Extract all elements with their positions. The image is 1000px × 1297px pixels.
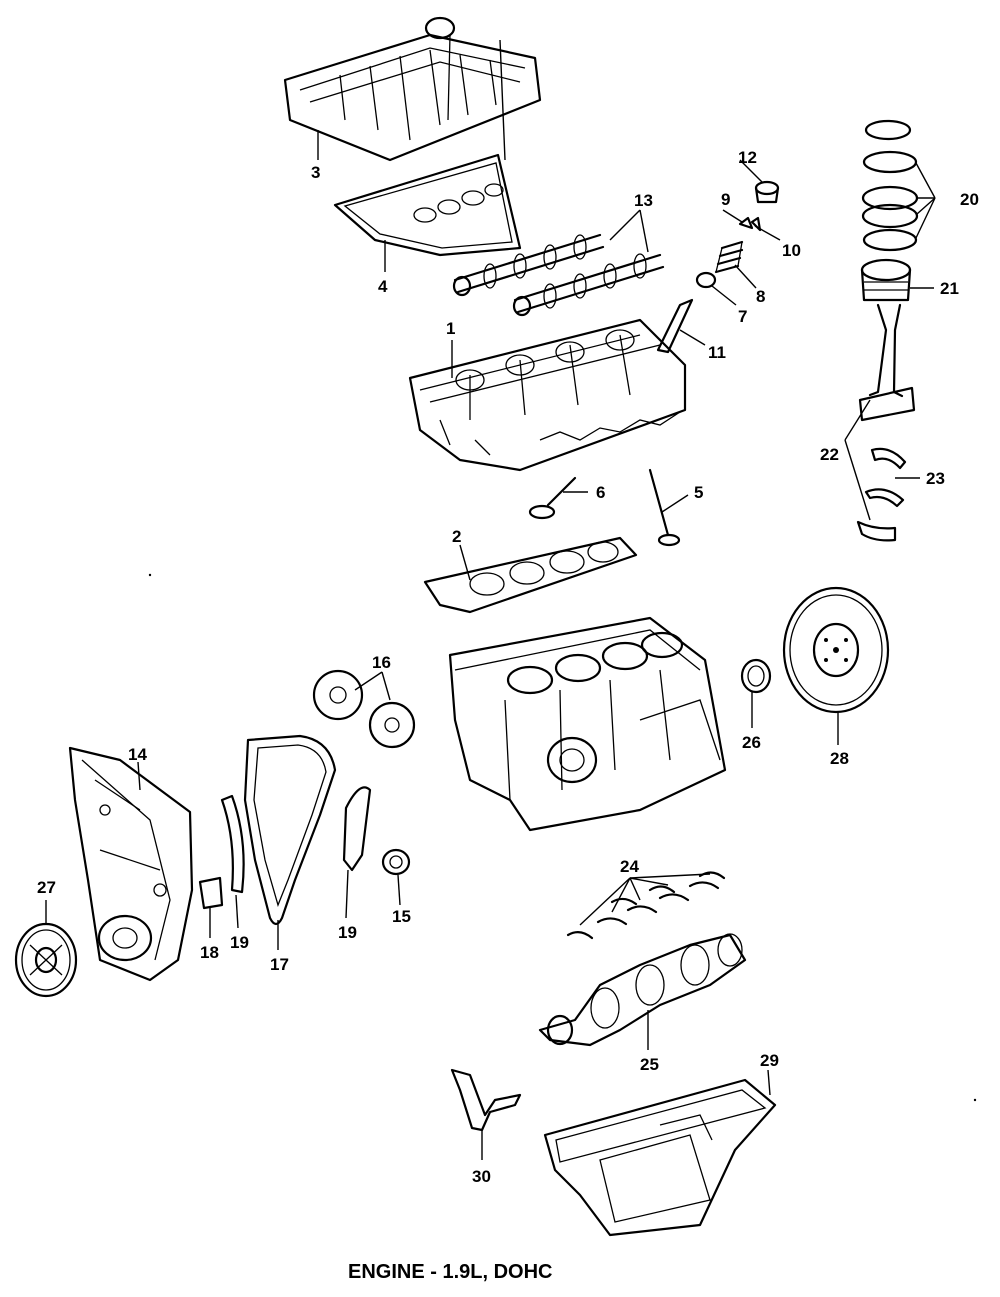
callout-10: 10 <box>782 241 801 260</box>
callout-28: 28 <box>830 749 849 768</box>
callout-7: 7 <box>738 307 747 326</box>
callout-25: 25 <box>640 1055 659 1074</box>
callout-8: 8 <box>756 287 765 306</box>
rod-bearings <box>856 447 907 542</box>
valve-cover-gasket <box>333 153 522 257</box>
exhaust-valve <box>648 468 681 547</box>
callout-16: 16 <box>372 653 391 672</box>
callout-27: 27 <box>37 878 56 897</box>
callout-9: 9 <box>721 190 730 209</box>
camshafts <box>452 233 665 317</box>
callout-5: 5 <box>694 483 703 502</box>
piston <box>860 258 912 302</box>
callout-14: 14 <box>128 745 147 764</box>
front-crank-seal <box>381 848 411 876</box>
callout-30: 30 <box>472 1167 491 1186</box>
callout-4: 4 <box>378 277 388 296</box>
cylinder-block <box>448 616 727 832</box>
callout-24: 24 <box>620 857 639 876</box>
intake-valve <box>528 476 577 520</box>
callout-20: 20 <box>960 190 979 209</box>
valve-seal <box>695 271 717 289</box>
valve-spring <box>714 240 744 274</box>
rear-main-seal <box>740 658 772 694</box>
valve-guide <box>656 298 694 354</box>
callout-29: 29 <box>760 1051 779 1070</box>
callout-23: 23 <box>926 469 945 488</box>
main-bearings <box>566 871 726 940</box>
callout-13: 13 <box>634 191 653 210</box>
callout-18: 18 <box>200 943 219 962</box>
valve-lifter <box>754 180 780 204</box>
callout-2: 2 <box>452 527 461 546</box>
callout-17: 17 <box>270 955 289 974</box>
cylinder-head <box>408 318 687 472</box>
valve-cover <box>283 16 542 162</box>
callout-15: 15 <box>392 907 411 926</box>
callout-21: 21 <box>940 279 959 298</box>
crankshaft-pulley <box>14 922 78 998</box>
chain-guide-right <box>342 786 372 872</box>
callout-26: 26 <box>742 733 761 752</box>
callout-19-right: 19 <box>338 923 357 942</box>
timing-chain <box>243 734 337 926</box>
oil-pan <box>543 1078 777 1237</box>
callout-22: 22 <box>820 445 839 464</box>
callout-19-left: 19 <box>230 933 249 952</box>
camshaft-sprockets <box>312 669 416 749</box>
head-gasket <box>423 536 638 614</box>
callout-12: 12 <box>738 148 757 167</box>
callout-6: 6 <box>596 483 605 502</box>
callout-11: 11 <box>708 343 726 362</box>
diagram-caption: ENGINE - 1.9L, DOHC <box>348 1261 552 1283</box>
chain-guide-left <box>220 794 245 894</box>
timing-cover <box>68 746 194 982</box>
oil-pump <box>97 914 153 962</box>
oil-pickup-tube <box>450 1068 522 1132</box>
piston-rings <box>861 119 919 252</box>
callout-1: 1 <box>446 319 455 338</box>
flywheel <box>782 586 890 714</box>
chain-tensioner <box>198 876 224 910</box>
callout-3: 3 <box>311 163 320 182</box>
crankshaft <box>538 933 747 1047</box>
valve-keepers <box>738 216 762 232</box>
